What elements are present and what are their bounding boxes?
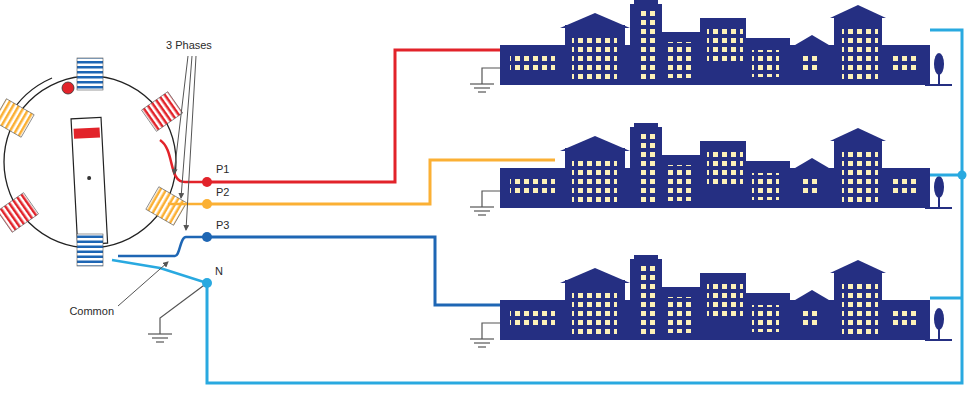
leader-line <box>118 262 168 306</box>
city-block <box>500 255 952 340</box>
terminal-label: P3 <box>216 219 229 232</box>
rotor <box>71 117 108 244</box>
phase-wire <box>207 160 555 204</box>
neutral-wire <box>930 175 962 298</box>
stator-coil <box>77 234 103 266</box>
terminal-dot <box>202 177 212 187</box>
leader-line <box>174 56 188 174</box>
terminal-label: P2 <box>216 186 229 199</box>
city-block <box>500 0 952 85</box>
leader-line <box>181 56 192 198</box>
terminal-dot <box>202 278 212 288</box>
stator-coil <box>0 193 38 233</box>
phase-wire <box>207 237 500 305</box>
stator-coil <box>146 187 187 226</box>
terminal-dot <box>202 232 212 242</box>
junction-dot <box>958 171 967 180</box>
terminal-dot <box>202 199 212 209</box>
neutral-wire <box>207 30 962 383</box>
ground-symbol <box>470 323 500 347</box>
stator-coil <box>0 99 34 138</box>
ground-symbol <box>470 191 500 215</box>
common-callout: Common <box>69 305 114 318</box>
common-lead <box>112 260 207 283</box>
reference-dot <box>62 82 74 94</box>
leader-line <box>186 56 196 230</box>
ground-symbol <box>148 283 207 342</box>
phase-wire <box>207 50 500 182</box>
generator-housing <box>4 76 176 248</box>
stator-coil <box>77 58 103 90</box>
coil-lead <box>118 237 207 256</box>
terminal-label: P1 <box>216 163 229 176</box>
city-block <box>500 123 952 208</box>
stator-coil <box>142 92 183 132</box>
phase-callout: 3 Phases <box>166 39 212 52</box>
terminal-label: N <box>215 265 223 278</box>
ground-symbol <box>470 68 500 92</box>
